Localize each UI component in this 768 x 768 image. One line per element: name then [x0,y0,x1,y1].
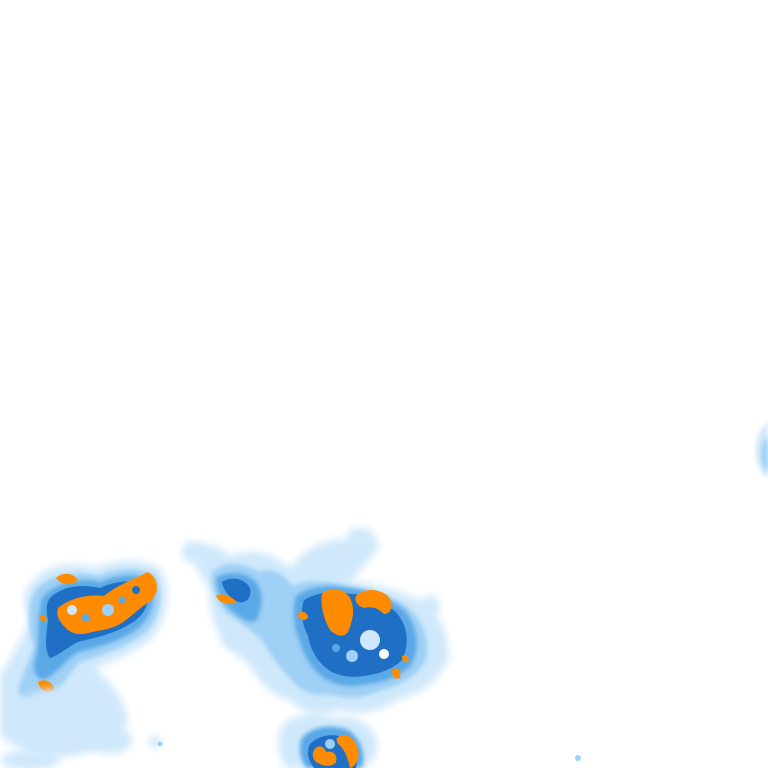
precip-moderate-zone [761,436,768,472]
precip-gap [132,586,140,594]
precip-extreme-fleck [402,655,409,663]
precip-light-patch [346,528,374,544]
precip-extreme-fleck [216,594,236,604]
precip-light-patch [12,688,108,752]
precip-gap [102,604,114,616]
precip-extreme-fleck [392,668,401,679]
precip-light-patch [182,542,202,562]
precip-extreme-fleck [40,615,47,622]
precip-extreme-fleck [56,573,78,585]
precip-fleck [157,741,163,747]
precip-light-patch [88,726,132,754]
precip-gap [118,596,126,604]
precip-cell-south [278,714,378,768]
precip-light-patch [0,750,60,768]
precip-extreme-fleck [298,611,308,621]
precip-gap [346,650,358,662]
precip-gap [332,644,340,652]
precip-light-patch [224,630,248,650]
precip-extreme-core [355,590,392,614]
precip-gap [82,614,90,622]
precip-fleck [575,755,581,761]
precip-cell-east-edge [755,422,768,478]
precip-flecks [157,741,581,761]
precip-scatter-central [182,528,440,650]
precip-gap [67,605,77,615]
precip-gap [325,739,335,749]
precip-extreme-core [321,589,354,636]
precip-gap [379,649,389,659]
precip-gap [360,630,380,650]
precip-cell-central [190,535,449,715]
precip-light-patch [420,596,440,616]
precip-extreme-core [336,734,359,768]
precip-extreme-core [312,746,337,766]
precip-scatter-west [0,688,161,768]
